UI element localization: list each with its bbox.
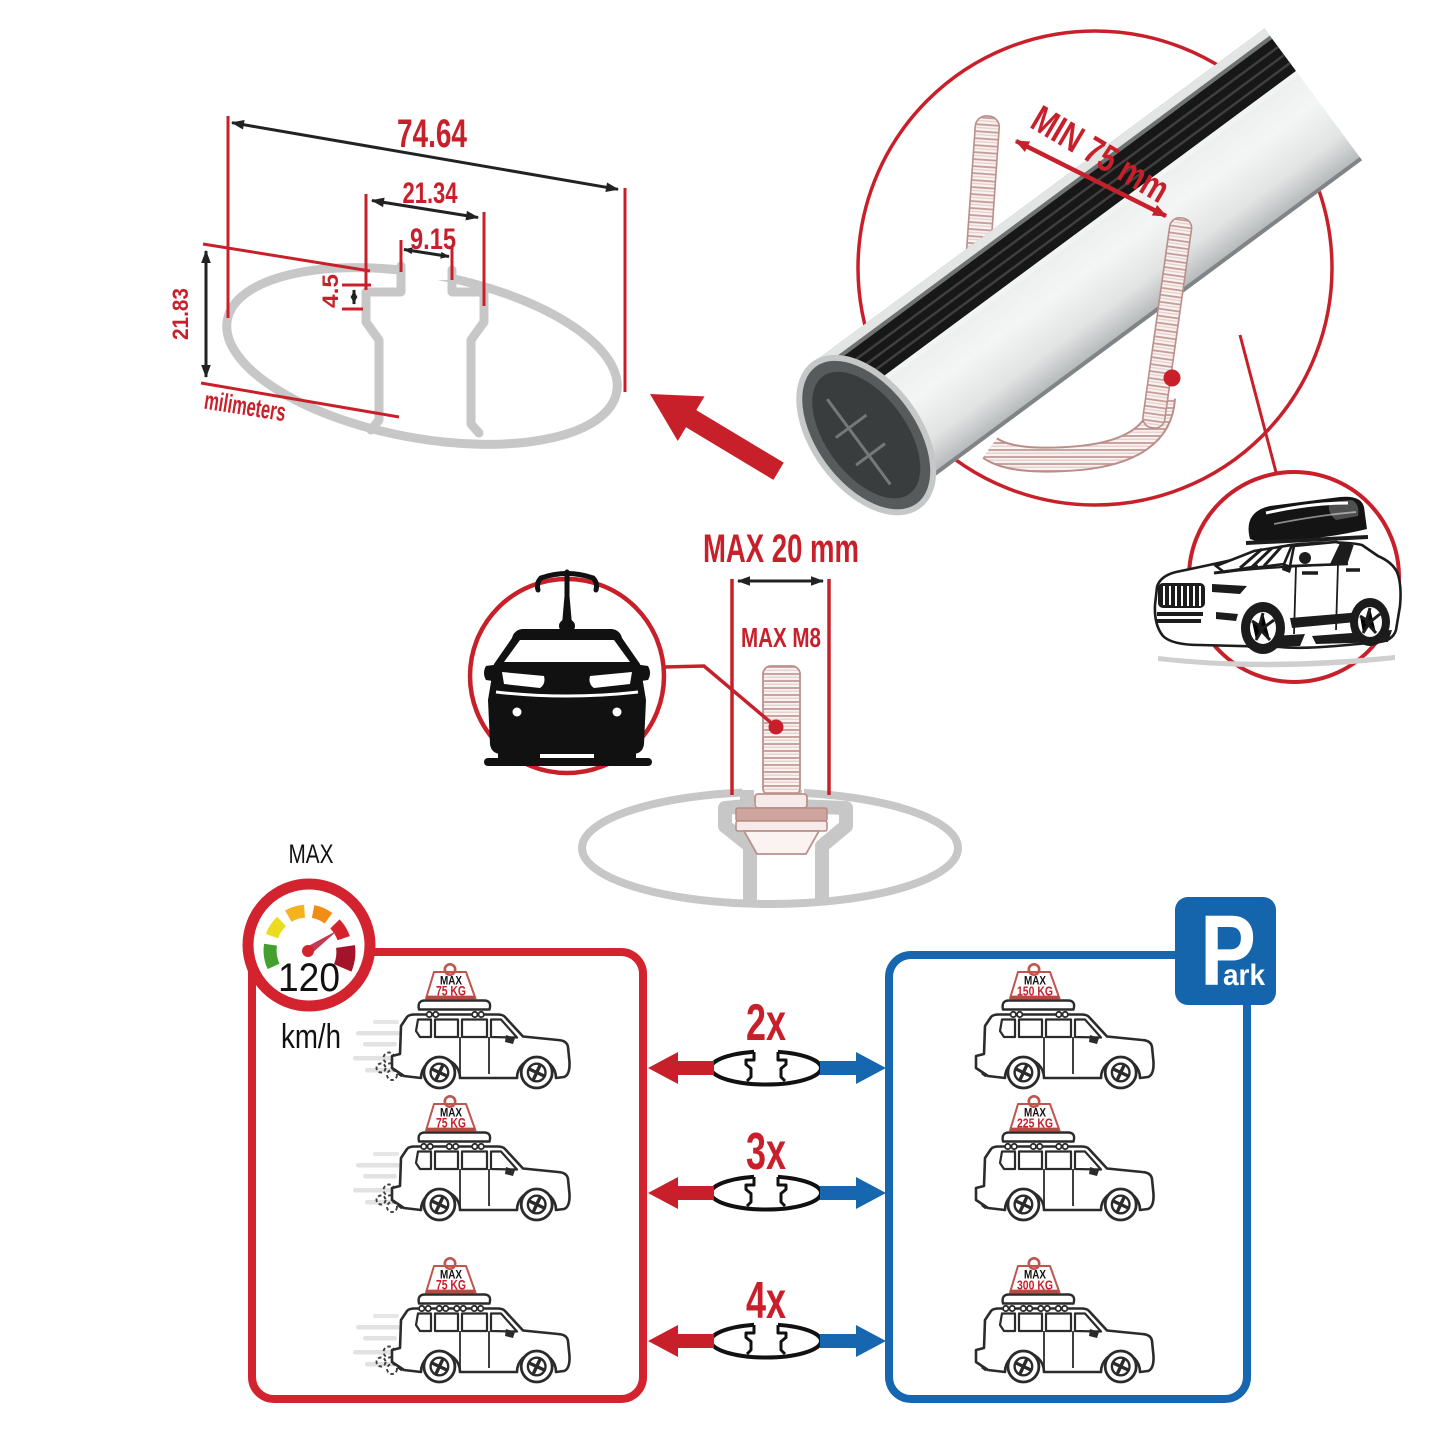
- svg-text:3x: 3x: [746, 1123, 786, 1181]
- svg-text:km/h: km/h: [281, 1018, 341, 1056]
- svg-text:MAX: MAX: [440, 976, 462, 988]
- svg-text:MAX M8: MAX M8: [741, 622, 821, 653]
- svg-text:74.64: 74.64: [397, 112, 468, 156]
- svg-text:75 KG: 75 KG: [436, 1116, 466, 1131]
- svg-text:21.83: 21.83: [168, 288, 193, 340]
- svg-text:P: P: [1200, 895, 1256, 1007]
- svg-text:21.34: 21.34: [403, 177, 458, 210]
- svg-text:ark: ark: [1223, 959, 1265, 992]
- svg-text:MAX: MAX: [440, 1270, 462, 1282]
- svg-text:MAX: MAX: [1024, 976, 1046, 988]
- svg-text:75 KG: 75 KG: [436, 984, 466, 999]
- svg-text:4.5: 4.5: [318, 274, 343, 308]
- svg-text:150 KG: 150 KG: [1017, 984, 1053, 999]
- svg-text:MAX 20 mm: MAX 20 mm: [703, 527, 859, 571]
- svg-text:225 KG: 225 KG: [1017, 1116, 1053, 1131]
- svg-text:9.15: 9.15: [410, 223, 456, 256]
- svg-text:MAX: MAX: [289, 839, 334, 869]
- svg-text:MAX: MAX: [440, 1108, 462, 1120]
- svg-text:MAX: MAX: [1024, 1270, 1046, 1282]
- svg-text:2x: 2x: [746, 994, 786, 1052]
- svg-text:300 KG: 300 KG: [1017, 1278, 1053, 1293]
- svg-text:MAX: MAX: [1024, 1108, 1046, 1120]
- svg-text:75 KG: 75 KG: [436, 1278, 466, 1293]
- svg-text:120: 120: [278, 956, 340, 1000]
